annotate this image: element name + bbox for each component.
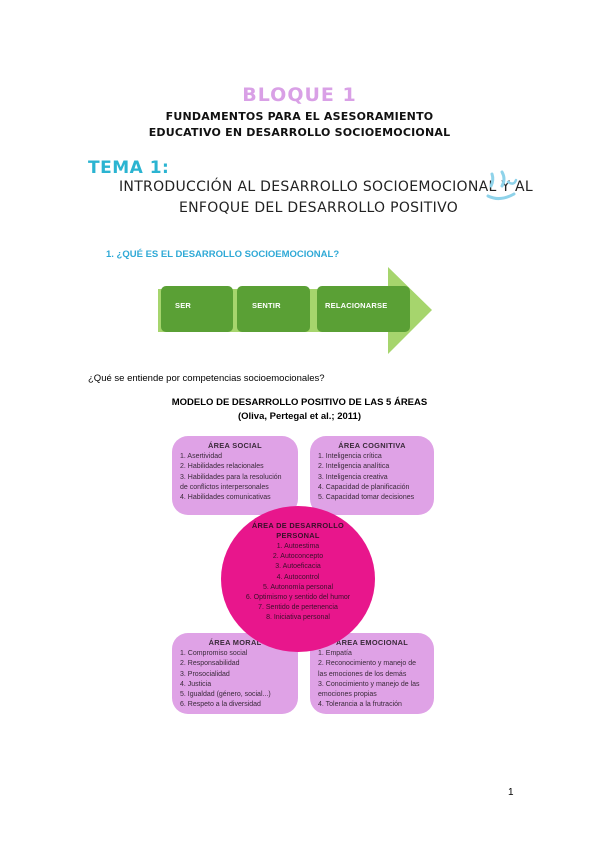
area-moral-title: ÁREA MORAL bbox=[208, 638, 262, 647]
step-label-ser: SER bbox=[175, 301, 192, 310]
area-moral-item: 5. Igualdad (género, social...) bbox=[180, 691, 271, 699]
area-personal-item: 6. Optimismo y sentido del humor bbox=[245, 594, 351, 602]
area-cognitiva-item: 1. Inteligencia crítica bbox=[318, 453, 382, 461]
area-personal-item: 4. Autocontrol bbox=[276, 573, 320, 581]
area-personal-item: 3. Autoeficacia bbox=[275, 563, 321, 571]
area-emocional-item: 1. Empatía bbox=[318, 650, 352, 658]
process-arrow-diagram bbox=[158, 267, 432, 354]
area-personal-circle: ÁREA DE DESARROLLO PERSONAL 1. Autoestim… bbox=[221, 506, 375, 652]
area-social-item: 4. Habilidades comunicativas bbox=[180, 494, 271, 502]
tema-title-line1: INTRODUCCIÓN AL DESARROLLO SOCIOEMOCIONA… bbox=[119, 179, 533, 195]
area-personal-item: 7. Sentido de pertenencia bbox=[258, 604, 338, 612]
area-emocional-box: ÁREA EMOCIONAL 1. Empatía 2. Reconocimie… bbox=[310, 633, 434, 714]
area-social-box: ÁREA SOCIAL 1. Asertividad 2. Habilidade… bbox=[172, 436, 298, 515]
section-heading: 1. ¿QUÉ ES EL DESARROLLO SOCIOEMOCIONAL? bbox=[106, 249, 340, 260]
step-label-relacionarse: RELACIONARSE bbox=[325, 301, 388, 310]
area-cognitiva-box: ÁREA COGNITIVA 1. Inteligencia crítica 2… bbox=[310, 436, 434, 515]
area-cognitiva-item: 4. Capacidad de planificación bbox=[318, 483, 410, 491]
decorative-strokes-icon bbox=[486, 170, 518, 201]
area-moral-box: ÁREA MORAL 1. Compromiso social 2. Respo… bbox=[172, 633, 298, 714]
area-social-item: 2. Habilidades relacionales bbox=[180, 463, 264, 471]
area-cognitiva-item: 5. Capacidad tomar decisiones bbox=[318, 494, 415, 502]
area-personal-item: 2. Autoconcepto bbox=[272, 553, 324, 561]
area-moral-item: 2. Responsabilidad bbox=[180, 660, 240, 668]
area-emocional-item: 3. Conocimiento y manejo de las emocione… bbox=[318, 680, 420, 699]
area-cognitiva-item: 3. Inteligencia creativa bbox=[318, 473, 388, 481]
area-social-item: 3. Habilidades para la resolución de con… bbox=[180, 473, 282, 491]
area-personal-title: ÁREA DE DESARROLLO PERSONAL bbox=[251, 521, 345, 540]
step-box-sentir bbox=[237, 286, 310, 332]
area-personal-item: 1. Autoestima bbox=[276, 543, 320, 550]
area-social-item: 1. Asertividad bbox=[180, 453, 223, 461]
area-moral-item: 4. Justicia bbox=[180, 680, 212, 688]
area-personal-item: 5. Autonomía personal bbox=[262, 583, 334, 591]
area-moral-item: 6. Respeto a la diversidad bbox=[180, 701, 261, 709]
area-social-title: ÁREA SOCIAL bbox=[208, 441, 262, 450]
bloque-subtitle-line1: FUNDAMENTOS PARA EL ASESORAMIENTO bbox=[165, 110, 434, 123]
step-box-relacionarse bbox=[317, 286, 410, 332]
area-cognitiva-item: 2. Inteligencia analítica bbox=[318, 463, 390, 471]
area-cognitiva-title: ÁREA COGNITIVA bbox=[338, 441, 406, 450]
bloque-subtitle-line2: EDUCATIVO EN DESARROLLO SOCIOEMOCIONAL bbox=[148, 126, 451, 139]
area-moral-item: 3. Prosocialidad bbox=[180, 670, 230, 678]
step-label-sentir: SENTIR bbox=[252, 301, 281, 310]
area-personal-item: 8. Iniciativa personal bbox=[266, 614, 330, 622]
page-number: 1 bbox=[508, 787, 514, 798]
step-box-ser bbox=[161, 286, 233, 332]
bloque-title: BLOQUE 1 bbox=[242, 84, 357, 106]
area-emocional-item: 4. Tolerancia a la frutración bbox=[318, 701, 402, 709]
question-text: ¿Qué se entiende por competencias socioe… bbox=[88, 373, 325, 384]
area-moral-item: 1. Compromiso social bbox=[180, 650, 248, 658]
tema-title-line2: ENFOQUE DEL DESARROLLO POSITIVO bbox=[179, 200, 459, 216]
tema-label: TEMA 1: bbox=[88, 158, 170, 178]
area-emocional-title: ÁREA EMOCIONAL bbox=[335, 638, 409, 647]
area-emocional-item: 2. Reconocimiento y manejo de las emocio… bbox=[318, 660, 417, 678]
model-subtitle: (Oliva, Pertegal et al.; 2011) bbox=[237, 411, 362, 422]
model-title: MODELO DE DESARROLLO POSITIVO DE LAS 5 Á… bbox=[171, 397, 428, 408]
